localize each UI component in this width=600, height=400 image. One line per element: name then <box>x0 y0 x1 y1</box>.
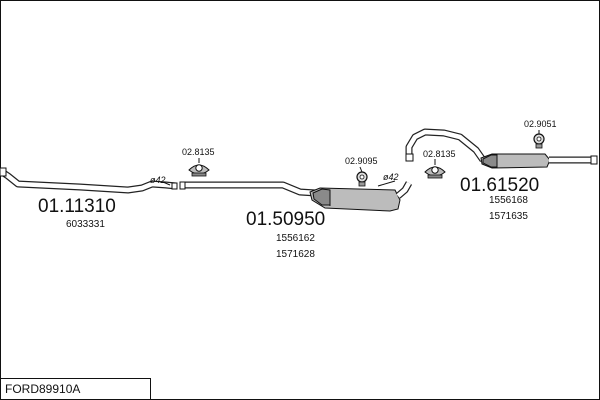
part-number: 01.50950 <box>246 209 325 230</box>
diameter-label: ø42 <box>383 172 399 182</box>
part-reference: 1571635 <box>489 211 528 222</box>
hanger-icon[interactable] <box>188 158 210 177</box>
fitting-number: 02.9095 <box>345 156 378 166</box>
rear-silencer[interactable] <box>405 128 598 169</box>
diameter-label: ø42 <box>150 175 166 185</box>
part-number: 01.11310 <box>38 196 116 217</box>
part-number: 01.61520 <box>460 175 539 196</box>
connector-1 <box>171 182 178 190</box>
hanger-icon[interactable] <box>424 159 446 179</box>
part-reference: 1556162 <box>276 233 315 244</box>
diameter-marker: ø42 <box>150 175 171 186</box>
diameter-marker: ø42 <box>377 172 399 187</box>
clamp-icon[interactable] <box>533 130 545 149</box>
part-reference: 1571628 <box>276 249 315 260</box>
middle-silencer[interactable] <box>179 181 413 212</box>
fitting-number: 02.8135 <box>423 149 456 159</box>
diagram-code: FORD89910A <box>5 382 80 396</box>
clamp-icon[interactable] <box>356 166 368 187</box>
part-reference: 1556168 <box>489 195 528 206</box>
front-pipe[interactable] <box>0 167 177 194</box>
part-reference: 6033331 <box>66 219 105 230</box>
fitting-number: 02.8135 <box>182 147 215 157</box>
fitting-number: 02.9051 <box>524 119 557 129</box>
